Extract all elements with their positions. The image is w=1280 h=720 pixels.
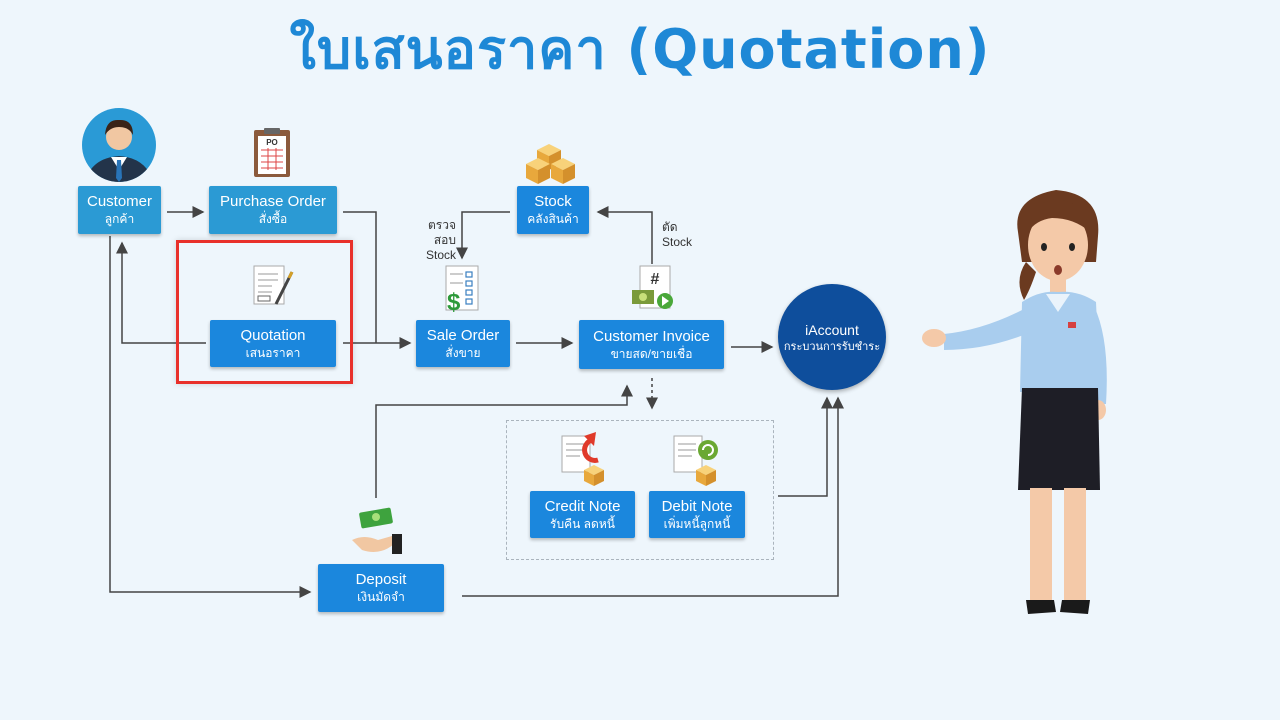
arrow-deposit-invoice [375, 384, 633, 498]
node-debit-note-th: เพิ่มหนี้ลูกหนี้ [663, 516, 731, 531]
node-customer-invoice-th: ขายสด/ขายเชื่อ [610, 346, 693, 361]
deposit-money-hand-icon [352, 507, 402, 554]
node-credit-note-en: Credit Note [544, 497, 621, 515]
sale-order-document-icon: $ [445, 265, 479, 316]
invoice-icon-hash: # [651, 271, 660, 288]
node-stock-th: คลังสินค้า [527, 212, 579, 226]
notes-group-frame [506, 420, 774, 560]
node-debit-note-en: Debit Note [661, 497, 733, 515]
po-icon-label: PO [266, 138, 278, 147]
node-customer[interactable]: Customer ลูกค้า [78, 186, 161, 234]
node-purchase-order[interactable]: Purchase Order สั่งซื้อ [209, 186, 337, 234]
note-cut-stock-line2: Stock [662, 235, 693, 249]
page-title: ใบเสนอราคา (Quotation) [289, 18, 991, 81]
debit-note-icon [673, 435, 718, 486]
quotation-highlight-frame [176, 240, 353, 384]
note-cut-stock-line1: ตัด [662, 220, 678, 234]
node-deposit-en: Deposit [355, 571, 407, 588]
node-sale-order[interactable]: Sale Order สั่งขาย [416, 320, 510, 367]
arrow-notes-iaccount [778, 396, 833, 497]
node-iaccount-th: กระบวนการรับชำระ [783, 341, 881, 353]
arrow-deposit-iaccount [462, 396, 844, 597]
purchase-order-icon: PO [254, 128, 290, 177]
node-stock-en: Stock [534, 193, 572, 210]
node-iaccount-en: iAccount [805, 322, 859, 338]
quotation-document-icon [253, 265, 294, 305]
arrow-stock-saleorder [456, 211, 510, 260]
node-sale-order-th: สั่งขาย [445, 345, 481, 360]
node-purchase-order-th: สั่งซื้อ [258, 212, 288, 226]
node-customer-invoice-en: Customer Invoice [593, 327, 710, 345]
arrow-customer-deposit [109, 236, 312, 598]
node-deposit[interactable]: Deposit เงินมัดจำ [318, 564, 444, 612]
stock-boxes-icon [526, 144, 575, 184]
line-po-down [343, 211, 377, 343]
node-purchase-order-en: Purchase Order [220, 193, 326, 210]
node-quotation-th: เสนอราคา [245, 345, 301, 360]
node-credit-note-th: รับคืน ลดหนี้ [550, 516, 615, 531]
node-debit-note[interactable]: Debit Note เพิ่มหนี้ลูกหนี้ [649, 491, 745, 538]
node-customer-th: ลูกค้า [104, 212, 135, 226]
note-cut-stock: ตัด Stock [662, 220, 692, 250]
node-stock[interactable]: Stock คลังสินค้า [517, 186, 589, 234]
presenter-character-icon [922, 190, 1107, 614]
node-quotation[interactable]: Quotation เสนอราคา [210, 320, 336, 367]
svg-text:$: $ [447, 289, 461, 316]
customer-invoice-document-icon: # [632, 265, 673, 309]
note-check-stock-line2: Stock [425, 248, 456, 262]
node-customer-invoice[interactable]: Customer Invoice ขายสด/ขายเชื่อ [579, 320, 724, 369]
node-sale-order-en: Sale Order [426, 326, 500, 344]
note-check-stock-line1: ตรวจสอบ [427, 218, 456, 247]
note-check-stock: ตรวจสอบ Stock [408, 218, 456, 263]
node-deposit-th: เงินมัดจำ [357, 590, 405, 604]
credit-note-icon [561, 432, 604, 486]
customer-avatar-icon [82, 108, 156, 182]
arrow-invoice-stock [596, 206, 653, 264]
node-customer-en: Customer [86, 193, 153, 210]
node-iaccount[interactable]: iAccount กระบวนการรับชำระ [778, 284, 886, 390]
node-credit-note[interactable]: Credit Note รับคืน ลดหนี้ [530, 491, 635, 538]
node-quotation-en: Quotation [240, 326, 306, 344]
